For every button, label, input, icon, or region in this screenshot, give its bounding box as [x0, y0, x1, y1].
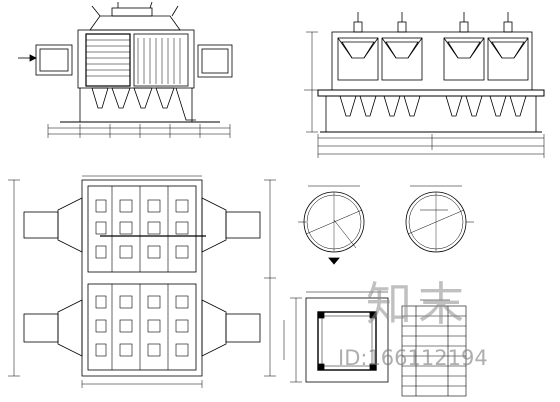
front-elevation-view	[18, 1, 233, 138]
section-circle-right	[405, 185, 474, 253]
watermark-logo: 知末	[366, 277, 470, 331]
section-circle-left	[298, 185, 365, 265]
parts-table	[401, 299, 467, 397]
side-elevation-view	[304, 12, 545, 158]
plan-view	[8, 175, 276, 388]
detail-square-view	[283, 291, 389, 383]
watermark-id: ID:166112194	[338, 346, 488, 370]
